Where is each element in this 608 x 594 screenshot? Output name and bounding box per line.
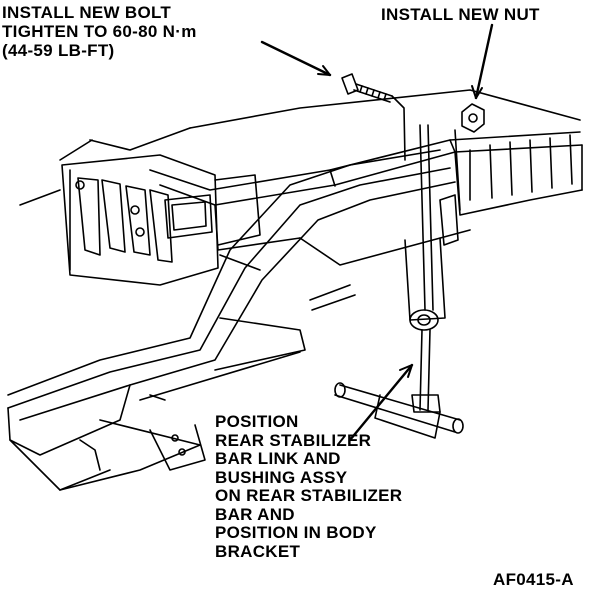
nut (454, 103, 485, 211)
nut-instruction-line-1: INSTALL NEW NUT (381, 5, 540, 24)
link-instruction-line-7: POSITION IN BODY (215, 523, 377, 542)
link-instruction-line-3: BAR LINK AND (215, 449, 341, 468)
spring-bracket (61, 154, 261, 286)
link-instruction-line-1: POSITION (215, 412, 299, 431)
side-rail (7, 149, 456, 491)
nut-instruction-callout: INSTALL NEW NUT (381, 5, 540, 24)
link-leader (348, 363, 414, 442)
bolt-instruction-line-2: TIGHTEN TO 60-80 N·m (2, 22, 197, 41)
link-instruction-line-5: ON REAR STABILIZER (215, 486, 403, 505)
body-panel (19, 89, 581, 206)
bolt-instruction-callout: INSTALL NEW BOLT TIGHTEN TO 60-80 N·m (4… (2, 3, 197, 60)
bolt-leader (260, 40, 332, 77)
link-instruction-callout: POSITION REAR STABILIZER BAR LINK AND BU… (215, 412, 403, 561)
bolt-instruction-line-3: (44-59 LB-FT) (2, 41, 115, 60)
figure-id-label: AF0415-A (493, 570, 574, 589)
link-instruction-line-2: REAR STABILIZER (215, 430, 372, 450)
bolt (341, 73, 406, 161)
leader-arrows (260, 23, 494, 442)
frame-rail (149, 131, 583, 271)
link-instruction-line-6: BAR AND (215, 504, 295, 524)
bolt-instruction-line-1: INSTALL NEW BOLT (2, 3, 172, 22)
link-instruction-line-4: BUSHING ASSY (215, 467, 348, 487)
stabilizer-link (404, 124, 459, 413)
link-instruction-line-8: BRACKET (215, 541, 301, 561)
nut-leader (474, 23, 494, 100)
